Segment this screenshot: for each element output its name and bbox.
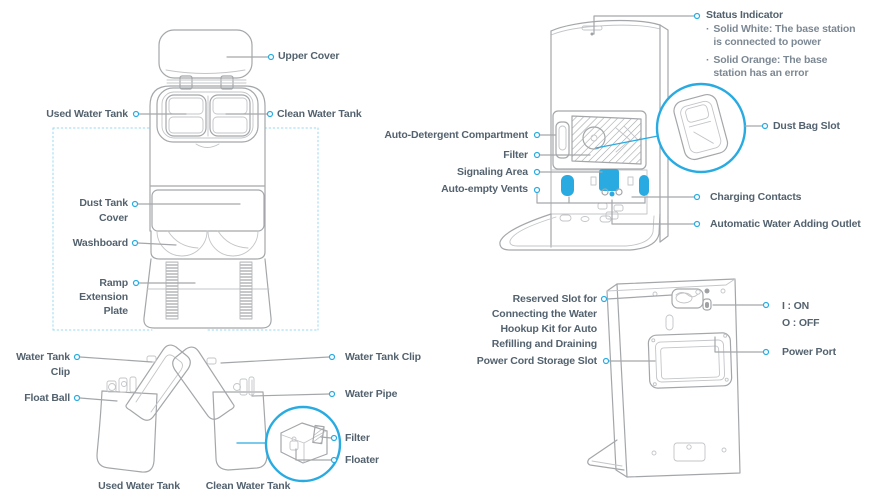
dotted-highlight-box (52, 127, 319, 331)
label-power-cord-storage-slot: Power Cord Storage Slot (476, 355, 597, 367)
label-power-port: Power Port (782, 346, 836, 358)
label-automatic-water-adding-outlet: Automatic Water Adding Outlet (710, 218, 861, 230)
label-dust-bag-slot: Dust Bag Slot (773, 120, 840, 132)
label-water-tank-clip-right: Water Tank Clip (345, 351, 421, 363)
label-clean-water-tank: Clean Water Tank (277, 108, 362, 120)
label-tank-filter: Filter (345, 432, 370, 444)
label-dust-tank-cover: Dust Tank Cover (79, 197, 128, 224)
label-auto-empty-vents: Auto-empty Vents (441, 183, 528, 195)
label-reserved-slot: Reserved Slot for Connecting the Water H… (491, 293, 597, 350)
status-note-text: Solid White: The base station is connect… (713, 23, 856, 48)
label-switch-legend: I : ON O : OFF (782, 300, 820, 329)
label-floater: Floater (345, 454, 379, 466)
callout-dots (73, 12, 770, 464)
label-status-indicator: Status Indicator (706, 9, 783, 21)
label-used-water-tank: Used Water Tank (46, 108, 128, 120)
caption-clean-water-tank: Clean Water Tank (205, 480, 291, 492)
bullet-icon: · (706, 54, 710, 66)
status-indicator-notes: · Solid White: The base station is conne… (706, 23, 882, 80)
base-station-rear-drawing (587, 278, 741, 478)
label-water-pipe: Water Pipe (345, 388, 398, 400)
base-station-front-open-drawing (143, 29, 272, 329)
label-signaling-area: Signaling Area (456, 166, 528, 178)
label-washboard: Washboard (72, 237, 129, 249)
label-charging-contacts: Charging Contacts (710, 191, 802, 203)
status-note-text: Solid Orange: The base station has an er… (713, 54, 828, 79)
label-float-ball: Float Ball (24, 392, 70, 404)
status-note-solid-white: · Solid White: The base station is conne… (706, 23, 882, 49)
dust-bag-magnifier-circle (595, 82, 747, 174)
label-upper-cover: Upper Cover (278, 50, 340, 62)
caption-used-water-tank: Used Water Tank (98, 480, 180, 492)
status-note-solid-orange: · Solid Orange: The base station has an … (706, 54, 882, 80)
label-ramp-extension-plate: Ramp Extension Plate (79, 277, 128, 317)
label-water-tank-clip-left: Water Tank Clip (16, 351, 70, 378)
bullet-icon: · (706, 23, 710, 35)
label-auto-detergent-compartment: Auto-Detergent Compartment (384, 129, 528, 141)
callout-lines (79, 15, 764, 461)
water-tanks-drawing (96, 344, 268, 473)
tank-magnifier-circle (236, 405, 342, 483)
label-station-filter: Filter (503, 149, 528, 161)
